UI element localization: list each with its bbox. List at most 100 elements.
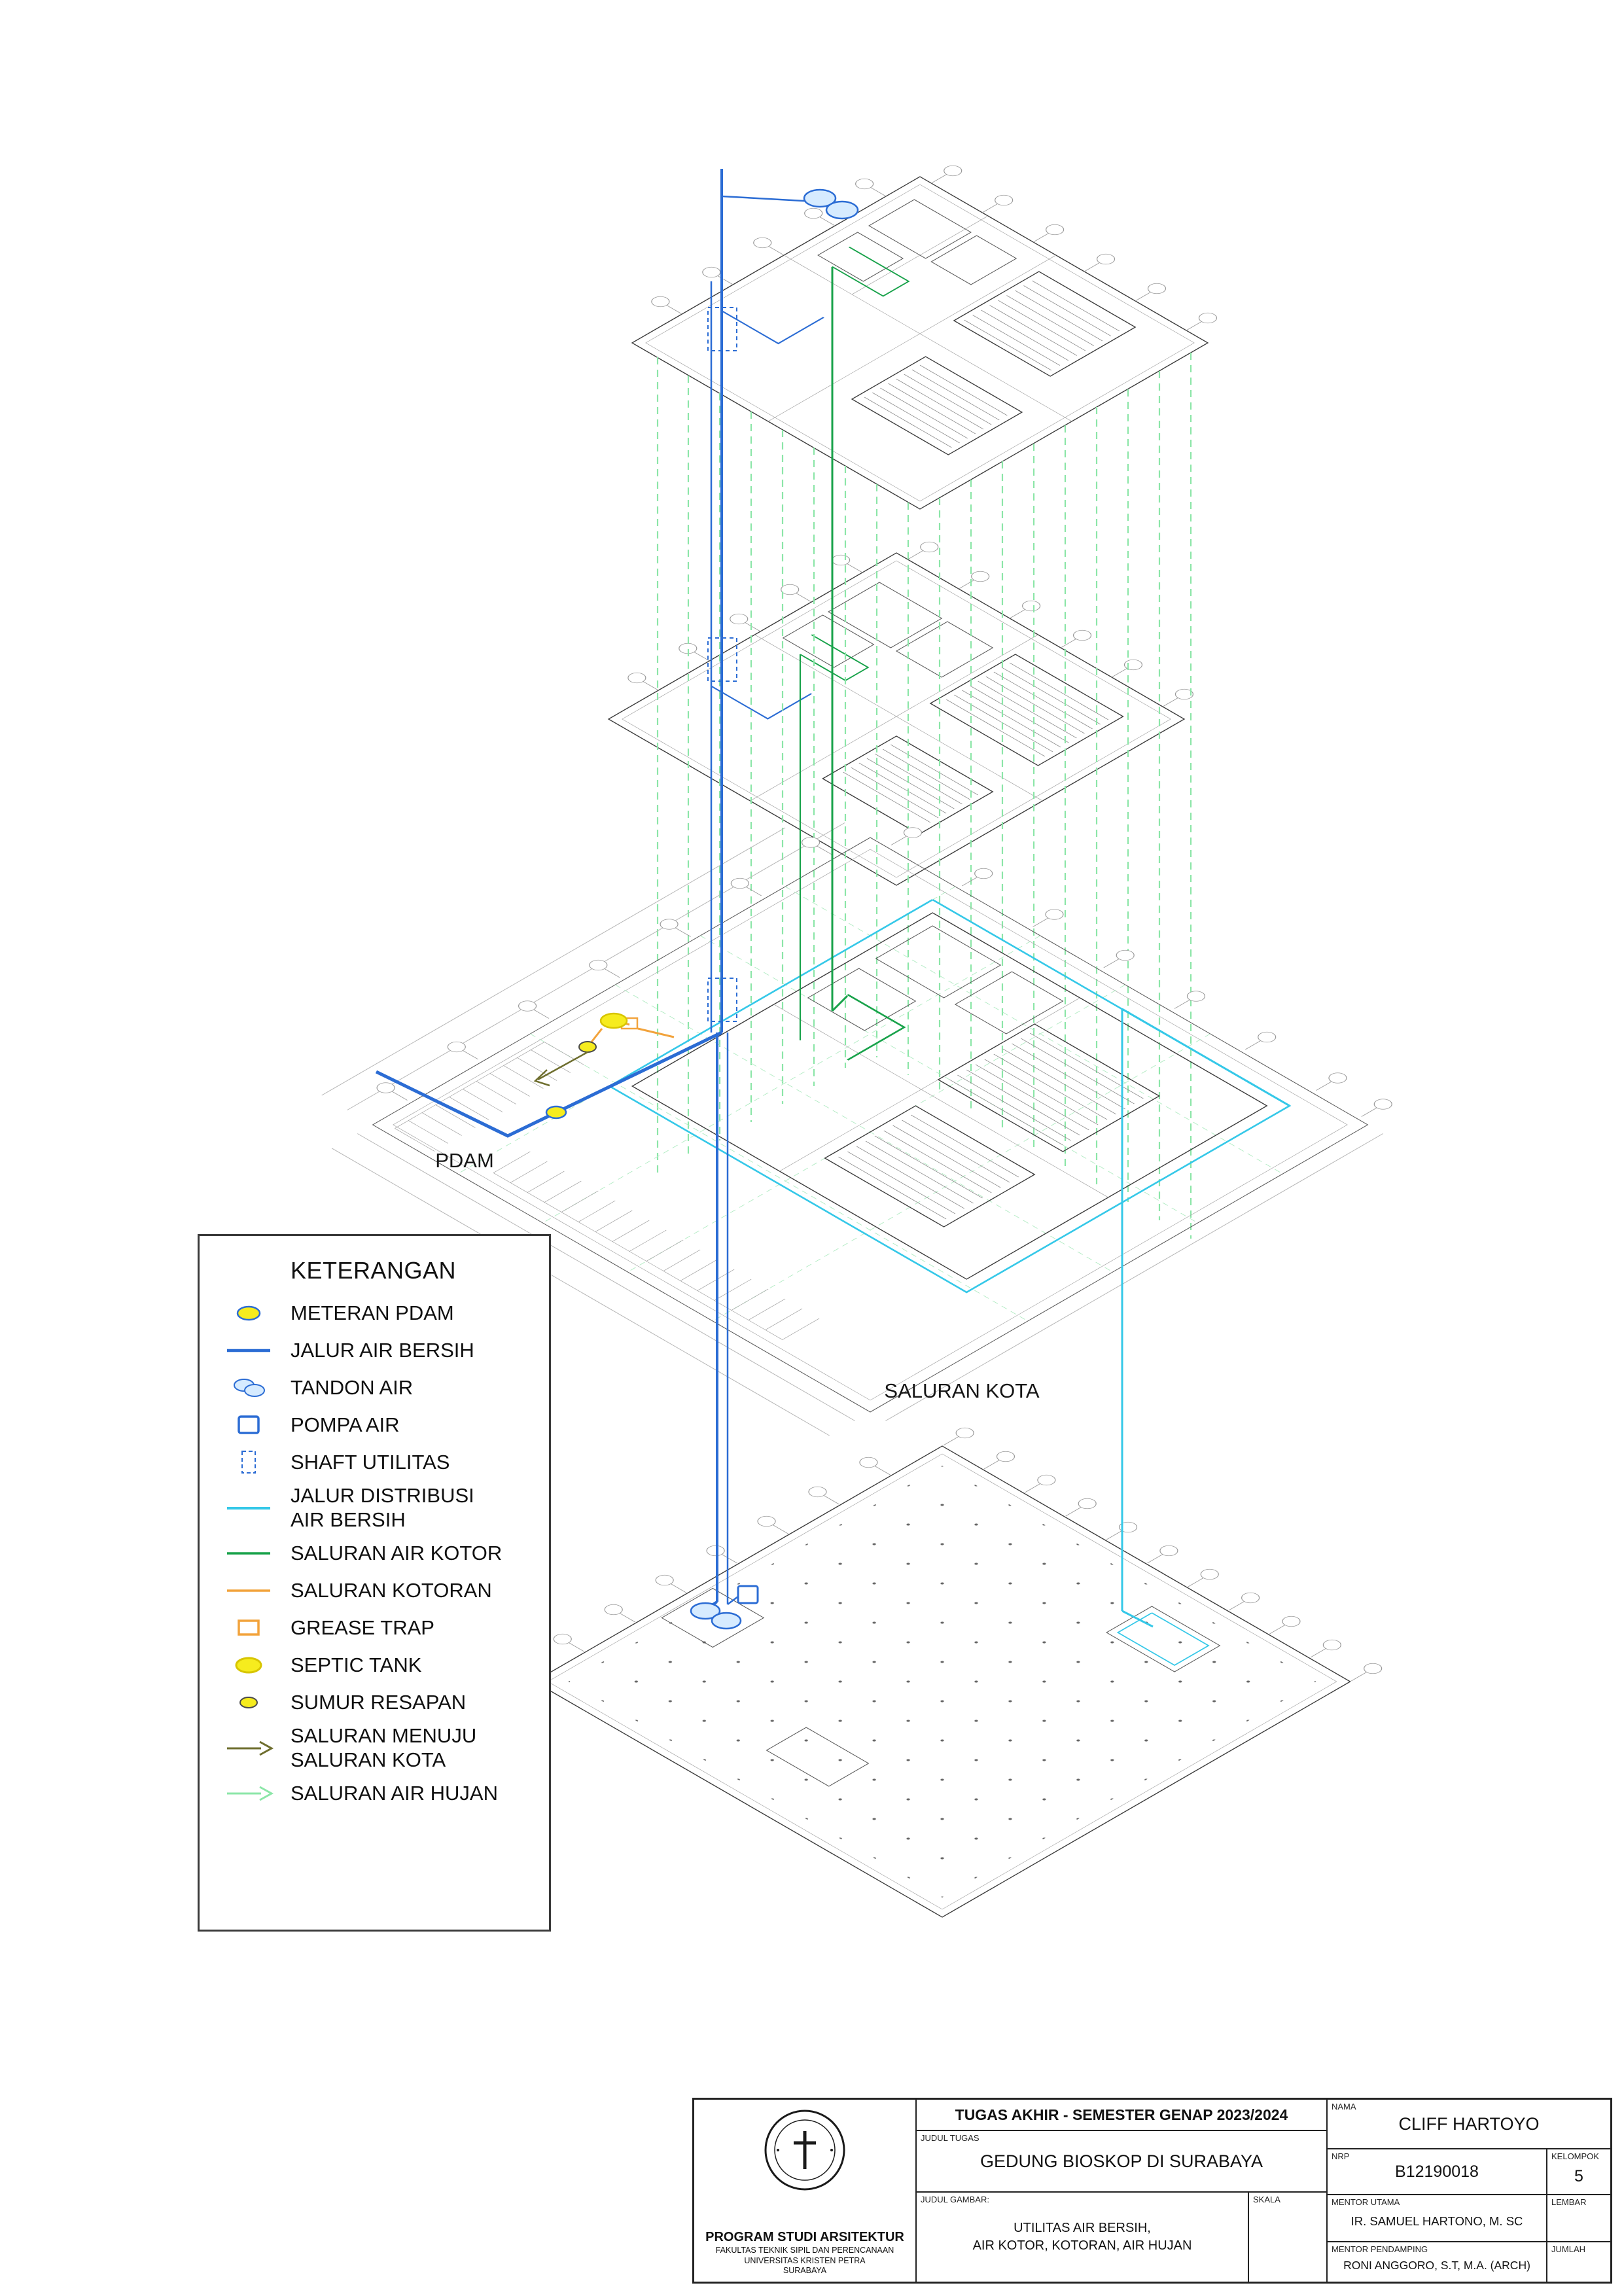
shaft-utilitas-second — [707, 637, 737, 682]
jumlah-cell: JUMLAH — [1547, 2242, 1610, 2282]
saluran-menuju-kota-icon — [218, 1733, 280, 1764]
shaft-utilitas-top — [707, 307, 737, 351]
legend-label: TANDON AIR — [291, 1375, 414, 1399]
legend-label: SHAFT UTILITAS — [291, 1450, 450, 1474]
project-title: GEDUNG BIOSKOP DI SURABAYA — [980, 2151, 1263, 2171]
pdam-label: PDAM — [435, 1149, 494, 1172]
drawing-title-cell: JUDUL GAMBAR: UTILITAS AIR BERSIH, AIR K… — [917, 2193, 1249, 2282]
tandon-air-icon — [218, 1372, 280, 1404]
pdam-supply-line — [375, 1031, 723, 1138]
legend-label: JALUR AIR BERSIH — [291, 1338, 474, 1362]
sumur-resapan-drawing — [578, 1041, 597, 1053]
institution-line1: PROGRAM STUDI ARSITEKTUR — [705, 2230, 904, 2245]
pompa-air-symbol-drawing — [737, 1585, 759, 1604]
meteran-pdam-drawing — [545, 1105, 567, 1120]
meteran-pdam-icon — [218, 1298, 280, 1329]
legend-label: GREASE TRAP — [291, 1616, 434, 1639]
jumlah-label: JUMLAH — [1551, 2244, 1586, 2254]
mentor-pendamping-name: RONI ANGGORO, S.T, M.A. (ARCH) — [1343, 2258, 1530, 2272]
legend-item-sumur-resapan: SUMUR RESAPAN — [218, 1687, 540, 1718]
saluran-air-hujan-icon — [218, 1778, 280, 1809]
saluran-kotoran-lines — [586, 1019, 675, 1048]
legend-label: SALURAN MENUJU SALURAN KOTA — [291, 1724, 477, 1771]
mentor-utama-name: IR. SAMUEL HARTONO, M. SC — [1350, 2214, 1523, 2228]
institution-line4: SURABAYA — [783, 2266, 827, 2276]
saluran-air-hujan-lines — [656, 353, 1192, 1239]
assignment-header: TUGAS AKHIR - SEMESTER GENAP 2023/2024 — [917, 2100, 1326, 2131]
nama-label: NAMA — [1332, 2102, 1356, 2111]
legend-item-shaft-utilitas: SHAFT UTILITAS — [218, 1447, 540, 1478]
mentor-utama-label: MENTOR UTAMA — [1332, 2197, 1400, 2207]
nrp-label: NRP — [1332, 2151, 1350, 2161]
name-cell: NAMA CLIFF HARTOYO — [1328, 2100, 1610, 2149]
judul-gambar-label: JUDUL GAMBAR: — [921, 2195, 989, 2204]
lembar-cell: LEMBAR — [1547, 2195, 1610, 2241]
scale-cell: SKALA — [1249, 2193, 1326, 2282]
legend-item-jalur-distribusi: JALUR DISTRIBUSI AIR BERSIH — [218, 1484, 540, 1532]
legend-item-meteran-pdam: METERAN PDAM — [218, 1298, 540, 1329]
institution-line2: FAKULTAS TEKNIK SIPIL DAN PERENCANAAN — [715, 2246, 894, 2255]
title-block-institution: PROGRAM STUDI ARSITEKTUR FAKULTAS TEKNIK… — [694, 2100, 917, 2282]
tandon-connector — [721, 195, 816, 203]
legend-label: POMPA AIR — [291, 1413, 400, 1436]
project-title-cell: JUDUL TUGAS GEDUNG BIOSKOP DI SURABAYA — [917, 2131, 1326, 2193]
legend-label: SALURAN AIR HUJAN — [291, 1782, 498, 1805]
saluran-menuju-kota-arrow — [533, 1051, 588, 1087]
kelompok-cell: KELOMPOK 5 — [1547, 2149, 1610, 2194]
septic-tank-icon — [218, 1650, 280, 1681]
student-name: CLIFF HARTOYO — [1398, 2113, 1540, 2134]
legend-item-saluran-air-kotor: SALURAN AIR KOTOR — [218, 1538, 540, 1569]
saluran-kotoran-icon — [218, 1575, 280, 1606]
legend-item-pompa-air: POMPA AIR — [218, 1409, 540, 1441]
saluran-air-kotor-icon — [218, 1538, 280, 1569]
saluran-air-kotor-riser — [831, 267, 849, 1012]
mentor-utama-cell: MENTOR UTAMA IR. SAMUEL HARTONO, M. SC — [1328, 2195, 1547, 2241]
legend-item-grease-trap: GREASE TRAP — [218, 1612, 540, 1644]
legend: KETERANGAN METERAN PDAM JALUR AIR BERSIH… — [198, 1234, 551, 1932]
jalur-air-bersih-icon — [218, 1335, 280, 1366]
legend-label: SALURAN KOTORAN — [291, 1578, 492, 1602]
legend-label: SUMUR RESAPAN — [291, 1690, 467, 1714]
legend-title: KETERANGAN — [291, 1257, 457, 1284]
septic-tank-drawing — [599, 1012, 628, 1029]
title-block-right: NAMA CLIFF HARTOYO NRP B12190018 KELOMPO… — [1328, 2100, 1610, 2282]
skala-label: SKALA — [1253, 2195, 1280, 2204]
legend-label: SEPTIC TANK — [291, 1653, 422, 1676]
title-block-center: TUGAS AKHIR - SEMESTER GENAP 2023/2024 J… — [917, 2100, 1328, 2282]
shaft-utilitas-ground — [707, 978, 737, 1022]
legend-item-jalur-air-bersih: JALUR AIR BERSIH — [218, 1335, 540, 1366]
legend-item-saluran-air-hujan: SALURAN AIR HUJAN — [218, 1778, 540, 1809]
jalur-distribusi-vertical — [1121, 1008, 1290, 1628]
lembar-label: LEMBAR — [1551, 2197, 1587, 2207]
shaft-utilitas-icon — [218, 1447, 280, 1478]
university-logo — [764, 2110, 845, 2191]
legend-label: METERAN PDAM — [291, 1301, 454, 1324]
nrp-cell: NRP B12190018 — [1328, 2149, 1547, 2194]
mentor-pendamping-label: MENTOR PENDAMPING — [1332, 2244, 1428, 2254]
tandon-air-basement — [690, 1602, 742, 1630]
title-block: PROGRAM STUDI ARSITEKTUR FAKULTAS TEKNIK… — [692, 2098, 1612, 2284]
saluran-kota-label: SALURAN KOTA — [884, 1379, 1040, 1402]
institution-line3: UNIVERSITAS KRISTEN PETRA — [744, 2255, 866, 2265]
drawing-title: UTILITAS AIR BERSIH, AIR KOTOR, KOTORAN,… — [972, 2221, 1192, 2253]
floor-plan-second — [607, 539, 1197, 886]
sumur-resapan-icon — [218, 1687, 280, 1718]
floor-plan-top — [631, 163, 1221, 510]
mentor-pendamping-cell: MENTOR PENDAMPING RONI ANGGORO, S.T, M.A… — [1328, 2242, 1547, 2282]
jalur-distribusi-icon — [218, 1492, 280, 1524]
judul-tugas-label: JUDUL TUGAS — [921, 2133, 980, 2143]
grease-trap-icon — [218, 1612, 280, 1644]
kelompok-value: 5 — [1574, 2166, 1583, 2185]
legend-item-saluran-kotoran: SALURAN KOTORAN — [218, 1575, 540, 1606]
legend-item-septic-tank: SEPTIC TANK — [218, 1650, 540, 1681]
floor-plan-ground — [321, 822, 1396, 1436]
clean-water-riser-down-2 — [726, 1033, 739, 1605]
student-nrp: B12190018 — [1395, 2162, 1479, 2181]
legend-item-saluran-menuju-kota: SALURAN MENUJU SALURAN KOTA — [218, 1724, 540, 1772]
legend-label: SALURAN AIR KOTOR — [291, 1541, 503, 1564]
institution-text: PROGRAM STUDI ARSITEKTUR FAKULTAS TEKNIK… — [705, 2229, 904, 2276]
legend-item-tandon-air: TANDON AIR — [218, 1372, 540, 1404]
pompa-air-icon — [218, 1409, 280, 1441]
